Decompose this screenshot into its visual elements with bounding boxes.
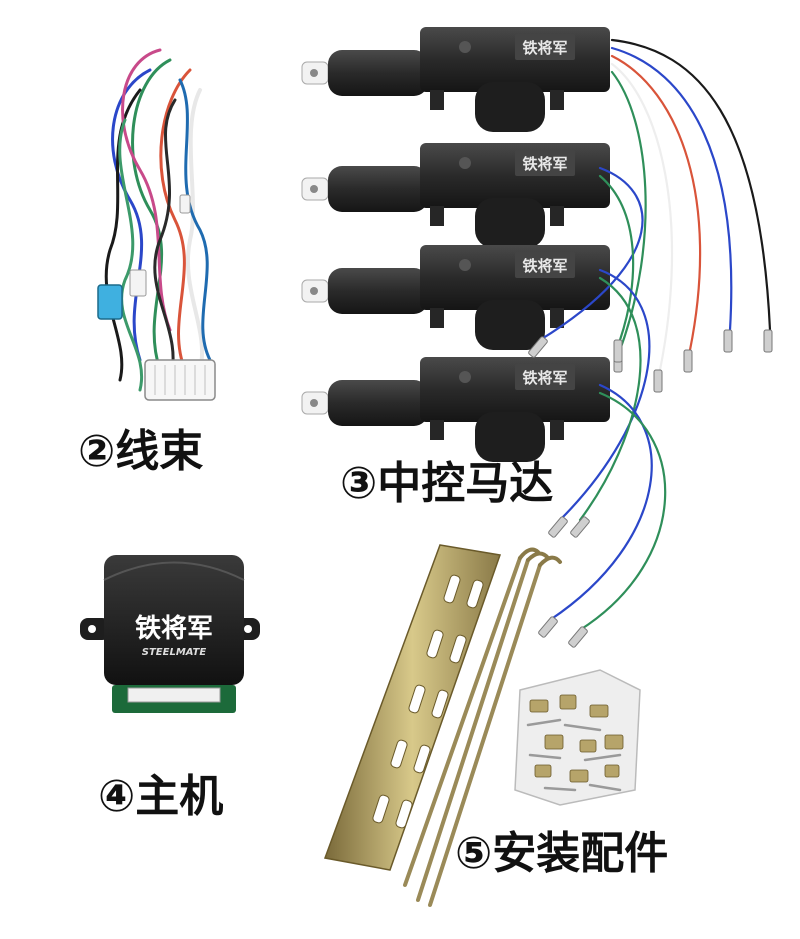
motor-brand-logo: 铁将军 [522, 155, 567, 173]
label-lock-motor: ③中控马达 [340, 458, 554, 509]
brand-logo: 铁将军 [135, 613, 213, 644]
lock-motor-3: 铁将军 [301, 245, 610, 350]
lock-motor-1: 铁将军 [301, 27, 610, 132]
connector-icon [129, 269, 147, 297]
label-accessories: ⑤安装配件 [455, 828, 669, 879]
wire-terminals [528, 329, 773, 648]
fuse-icon [97, 284, 123, 320]
motor-wires [538, 38, 772, 632]
control-unit: 铁将军 STEELMATE [80, 555, 260, 713]
mounting-brackets [323, 544, 562, 907]
label-harness: ②线束 [78, 426, 204, 477]
lock-motor-2: 铁将军 [301, 143, 610, 248]
lock-motor-4: 铁将军 [301, 357, 610, 462]
accessories-bag [514, 669, 641, 806]
motor-brand-logo: 铁将军 [522, 369, 567, 387]
harness-connector-icon [144, 359, 216, 401]
label-control-unit: ④主机 [98, 771, 224, 822]
wire-harness [97, 48, 216, 401]
motor-brand-logo: 铁将军 [522, 257, 567, 275]
brand-subtext: STEELMATE [142, 647, 207, 658]
motor-brand-logo: 铁将军 [522, 39, 567, 57]
